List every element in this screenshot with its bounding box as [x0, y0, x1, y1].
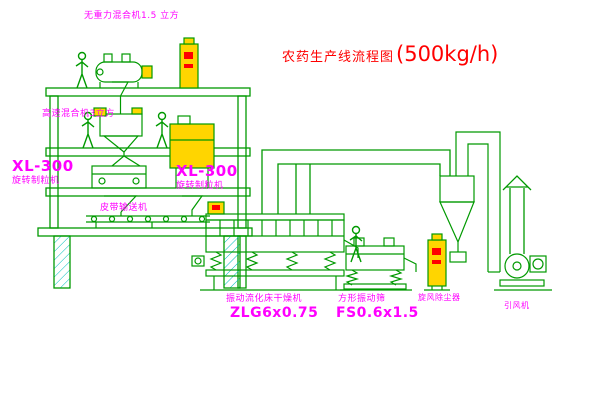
label-fluid-bed-dryer: 振动流化床干燥机 — [226, 294, 303, 304]
fluid-bed-dryer — [191, 201, 359, 291]
gravity-free-mixer — [95, 53, 153, 114]
label-granulator-left-model: XL-300 — [12, 157, 74, 175]
worker-icon — [75, 51, 89, 89]
worker-figures — [75, 51, 363, 263]
dust-collector-unit-right — [424, 233, 450, 291]
cyclone-separator — [439, 131, 501, 273]
label-high-speed-mixer: 高速混合机3立方 — [42, 109, 115, 119]
label-granulator-left-name: 旋转制粒机 — [12, 176, 60, 186]
vibrating-screen — [340, 237, 417, 291]
exhaust-ducting — [261, 149, 451, 214]
label-belt-conveyor: 皮带输送机 — [100, 203, 148, 213]
title-capacity: (500kg/h) — [396, 42, 499, 66]
granulator-left — [91, 165, 147, 216]
label-gravity-free-mixer: 无重力混合机1.5 立方 — [84, 11, 180, 21]
granulator-center — [169, 115, 215, 216]
label-induced-draft-fan: 引风机 — [504, 301, 530, 310]
worker-icon — [155, 111, 169, 149]
belt-conveyor — [86, 215, 210, 228]
induced-draft-fan — [494, 253, 552, 291]
label-vibrating-screen-model: FS0.6x1.5 — [336, 305, 419, 321]
building-frame — [37, 87, 253, 289]
label-fluid-bed-dryer-model: ZLG6x0.75 — [230, 305, 319, 321]
label-granulator-center-name: 旋转制粒机 — [176, 181, 224, 191]
label-cyclone-dust-collector: 旋风除尘器 — [418, 293, 461, 302]
high-speed-mixer — [93, 107, 143, 167]
label-vibrating-screen: 方形振动筛 — [338, 294, 386, 304]
page-title: 农药生产线流程图 (500kg/h) — [282, 42, 498, 66]
title-text: 农药生产线流程图 — [282, 50, 395, 65]
dust-collector-unit-top — [179, 37, 199, 89]
label-granulator-center-model: XL-300 — [176, 162, 238, 180]
exhaust-stack — [502, 175, 532, 254]
